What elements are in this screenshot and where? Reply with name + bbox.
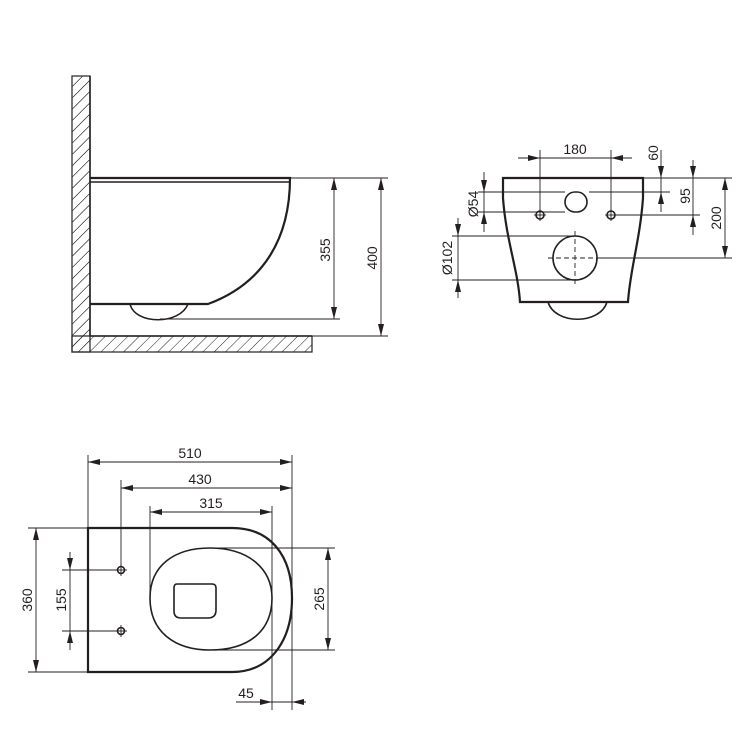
bowl-outlet-square [173, 583, 217, 619]
dim-155: 155 [53, 588, 69, 612]
dim-180: 180 [563, 141, 587, 157]
rear-view: 180 60 95 200 Ø54 Ø102 [439, 141, 732, 321]
dim-430: 430 [188, 471, 212, 487]
dim-60: 60 [645, 145, 661, 161]
dim-400: 400 [364, 246, 380, 270]
dim-265: 265 [311, 587, 327, 611]
dim-200: 200 [708, 206, 724, 230]
dim-510: 510 [178, 445, 202, 461]
toilet-side-profile [90, 176, 292, 306]
dim-355: 355 [317, 238, 333, 262]
inlet-opening [564, 191, 588, 213]
side-view: 355 400 [71, 75, 388, 353]
toilet-rear-outline [501, 176, 645, 304]
dim-95: 95 [677, 188, 693, 204]
outlet-bump [129, 303, 189, 321]
dim-d54: Ø54 [465, 191, 481, 218]
top-view: 510 430 315 360 155 265 [19, 445, 335, 710]
dim-45: 45 [238, 685, 254, 701]
dim-360: 360 [19, 588, 35, 612]
rear-outlet-bump [547, 301, 608, 321]
dim-d102: Ø102 [439, 241, 455, 275]
floor-hatch [71, 335, 313, 353]
dim-315: 315 [199, 495, 223, 511]
bowl-top-outline [149, 547, 273, 651]
